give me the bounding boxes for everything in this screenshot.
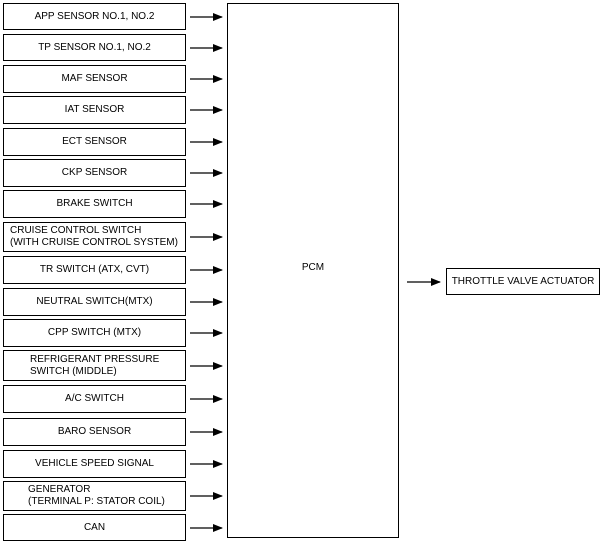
input-label: CRUISE CONTROL SWITCH (WITH CRUISE CONTR…	[10, 225, 178, 248]
input-label: NEUTRAL SWITCH(MTX)	[36, 296, 153, 307]
input-label: CPP SWITCH (MTX)	[47, 327, 142, 338]
input-refrigerant-pressure-switch: REFRIGERANT PRESSURE SWITCH (MIDDLE)	[3, 350, 186, 381]
output-throttle-valve-actuator: THROTTLE VALVE ACTUATOR	[446, 268, 600, 295]
input-maf-sensor: MAF SENSOR	[3, 65, 186, 93]
input-label: IAT SENSOR	[64, 104, 125, 115]
pcm-block: PCM	[227, 3, 399, 538]
input-brake-switch: BRAKE SWITCH	[3, 190, 186, 218]
input-tr-switch: TR SWITCH (ATX, CVT)	[3, 256, 186, 284]
input-baro-sensor: BARO SENSOR	[3, 418, 186, 446]
input-label: GENERATOR (TERMINAL P: STATOR COIL)	[28, 484, 165, 507]
input-label: TP SENSOR NO.1, NO.2	[38, 41, 151, 53]
input-neutral-switch: NEUTRAL SWITCH(MTX)	[3, 288, 186, 316]
input-label: TR SWITCH (ATX, CVT)	[39, 264, 150, 275]
input-vehicle-speed-signal: VEHICLE SPEED SIGNAL	[3, 450, 186, 478]
input-ect-sensor: ECT SENSOR	[3, 128, 186, 156]
input-label: CKP SENSOR	[61, 167, 128, 178]
pcm-label: PCM	[301, 262, 325, 273]
input-can: CAN	[3, 514, 186, 541]
input-label: BRAKE SWITCH	[56, 198, 133, 209]
output-label: THROTTLE VALVE ACTUATOR	[451, 275, 595, 287]
input-label: ECT SENSOR	[62, 136, 127, 147]
input-label: BARO SENSOR	[57, 426, 132, 437]
input-ckp-sensor: CKP SENSOR	[3, 159, 186, 187]
input-generator: GENERATOR (TERMINAL P: STATOR COIL)	[3, 481, 186, 511]
input-tp-sensor: TP SENSOR NO.1, NO.2	[3, 34, 186, 61]
input-app-sensor: APP SENSOR NO.1, NO.2	[3, 3, 186, 30]
input-label: MAF SENSOR	[61, 73, 128, 84]
input-ac-switch: A/C SWITCH	[3, 385, 186, 413]
input-label: REFRIGERANT PRESSURE SWITCH (MIDDLE)	[30, 353, 160, 377]
input-iat-sensor: IAT SENSOR	[3, 96, 186, 124]
input-cpp-switch: CPP SWITCH (MTX)	[3, 319, 186, 347]
input-cruise-control-switch: CRUISE CONTROL SWITCH (WITH CRUISE CONTR…	[3, 222, 186, 252]
input-label: VEHICLE SPEED SIGNAL	[35, 458, 154, 469]
input-label: CAN	[83, 521, 106, 533]
input-label: APP SENSOR NO.1, NO.2	[34, 10, 155, 22]
input-label: A/C SWITCH	[65, 393, 124, 404]
